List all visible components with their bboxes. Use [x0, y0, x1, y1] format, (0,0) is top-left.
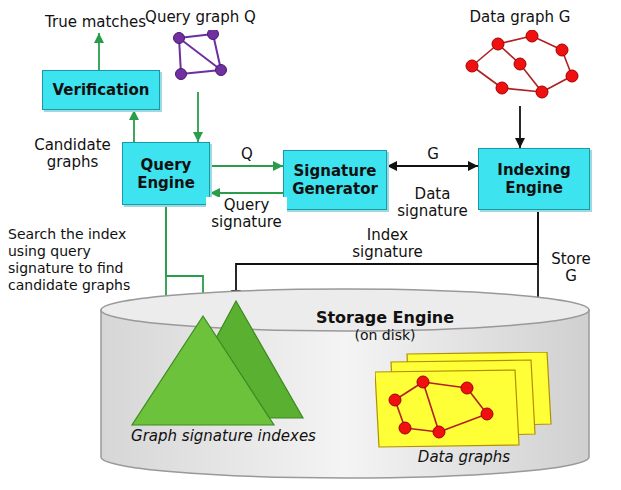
data-graph-icon	[458, 30, 582, 102]
process-box: Indexing Engine	[478, 148, 590, 210]
connector	[210, 165, 283, 167]
edge-label: Candidate graphs	[29, 137, 116, 171]
connector	[519, 106, 521, 148]
connector	[98, 33, 100, 70]
node-text: (on disk)	[275, 327, 495, 343]
node-text: Storage Engine	[275, 308, 495, 327]
annotation-note: Search the index using query signature t…	[8, 226, 160, 294]
query-graph-icon	[151, 30, 251, 82]
connector	[387, 165, 478, 167]
data-graph: Data graph G	[457, 8, 583, 106]
process-box: Query Engine	[122, 142, 210, 205]
node-text: Query Engine	[129, 156, 203, 192]
node-text: Data graphs	[375, 448, 553, 466]
edge-label: Q	[236, 146, 258, 163]
edge-label: G	[422, 146, 444, 163]
process-box: Verification	[42, 70, 160, 110]
connector	[133, 110, 135, 142]
node-text: Graph signature indexes	[128, 427, 319, 445]
process-box: Signature Generator	[283, 150, 387, 210]
node-text: Verification	[53, 81, 150, 99]
node-text: Data graph G	[457, 8, 583, 26]
data-graphs-group: Data graphs	[375, 352, 553, 470]
edge-label: Index signature	[347, 227, 428, 261]
edge-label: Data signature	[392, 186, 473, 220]
index-triangles	[128, 300, 318, 427]
connector	[210, 192, 283, 194]
index-group: Graph signature indexes	[128, 300, 319, 452]
edge-label: Store G	[546, 251, 596, 285]
connector	[197, 92, 199, 142]
storage-heading: Storage Engine(on disk)	[275, 308, 495, 343]
node-text: Signature Generator	[290, 162, 380, 198]
storage-cylinder: Storage Engine(on disk) Graph signature i…	[100, 288, 590, 480]
node-text: True matches	[45, 13, 146, 31]
node-text: Query graph Q	[142, 8, 259, 26]
node-text: Indexing Engine	[485, 161, 583, 197]
edge-label: Query signature	[206, 197, 287, 231]
connector	[387, 165, 478, 167]
result-label: True matches	[45, 12, 153, 31]
data-graph-cards	[375, 352, 553, 448]
